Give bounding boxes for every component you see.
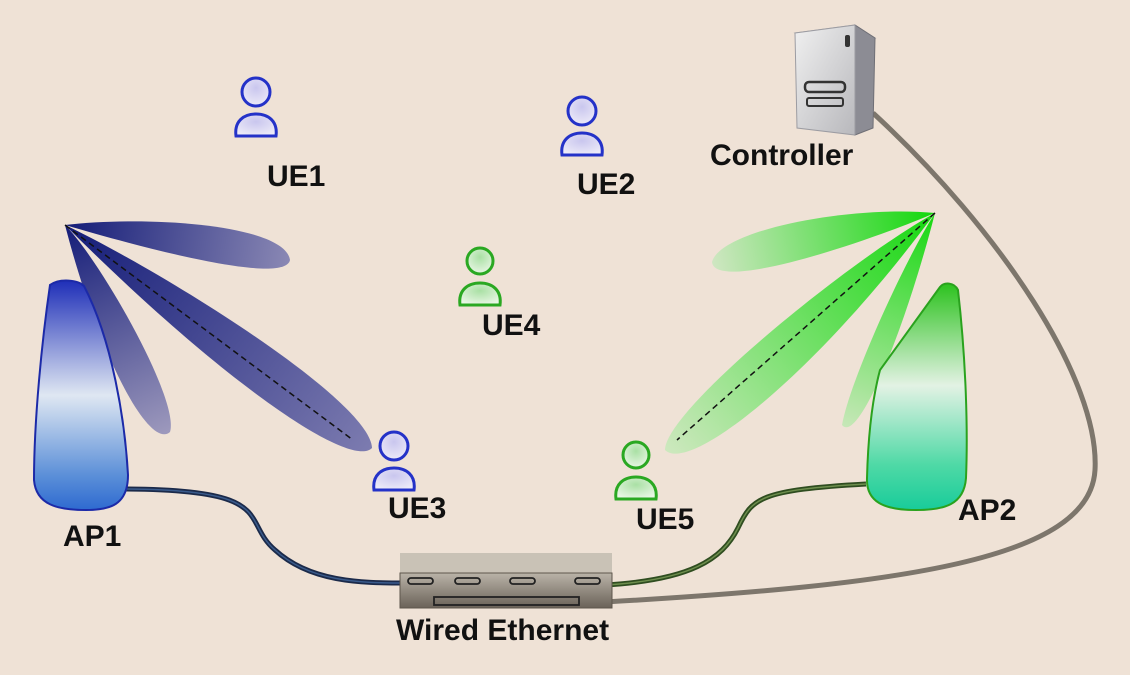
ap2-antenna-icon	[865, 282, 968, 512]
ap1-beam-lower	[65, 225, 171, 435]
ap1-beam-upper	[65, 221, 290, 269]
ue5-label: UE5	[636, 503, 694, 536]
cables	[119, 111, 1098, 605]
ap1-antenna-icon	[32, 279, 130, 512]
ue2-label: UE2	[577, 168, 635, 201]
controller-server-icon	[793, 24, 877, 136]
ue1-user-icon	[234, 76, 278, 138]
ap2-beam-lower	[842, 213, 935, 428]
ue3-user-icon	[372, 430, 416, 492]
cable-ap2-highlight	[604, 483, 867, 586]
ap2-beam-axis	[676, 212, 936, 441]
ue3-label: UE3	[388, 492, 446, 525]
ue4-user-icon	[458, 246, 502, 307]
controller-label: Controller	[710, 139, 854, 172]
ue2-user-icon	[560, 95, 604, 157]
ap2-label: AP2	[958, 494, 1016, 527]
ue4-label: UE4	[482, 309, 541, 342]
ue5-user-icon	[614, 440, 658, 501]
ap2-beams	[665, 211, 936, 454]
ethernet-switch-icon	[399, 553, 613, 609]
switch-label: Wired Ethernet	[396, 614, 609, 647]
ap2-beam-upper	[712, 211, 935, 272]
ue1-label: UE1	[267, 160, 325, 193]
ap1-beams	[64, 221, 372, 452]
cable-controller	[604, 111, 1098, 605]
cable-ap1-highlight	[119, 488, 406, 584]
ap1-label: AP1	[63, 520, 121, 553]
